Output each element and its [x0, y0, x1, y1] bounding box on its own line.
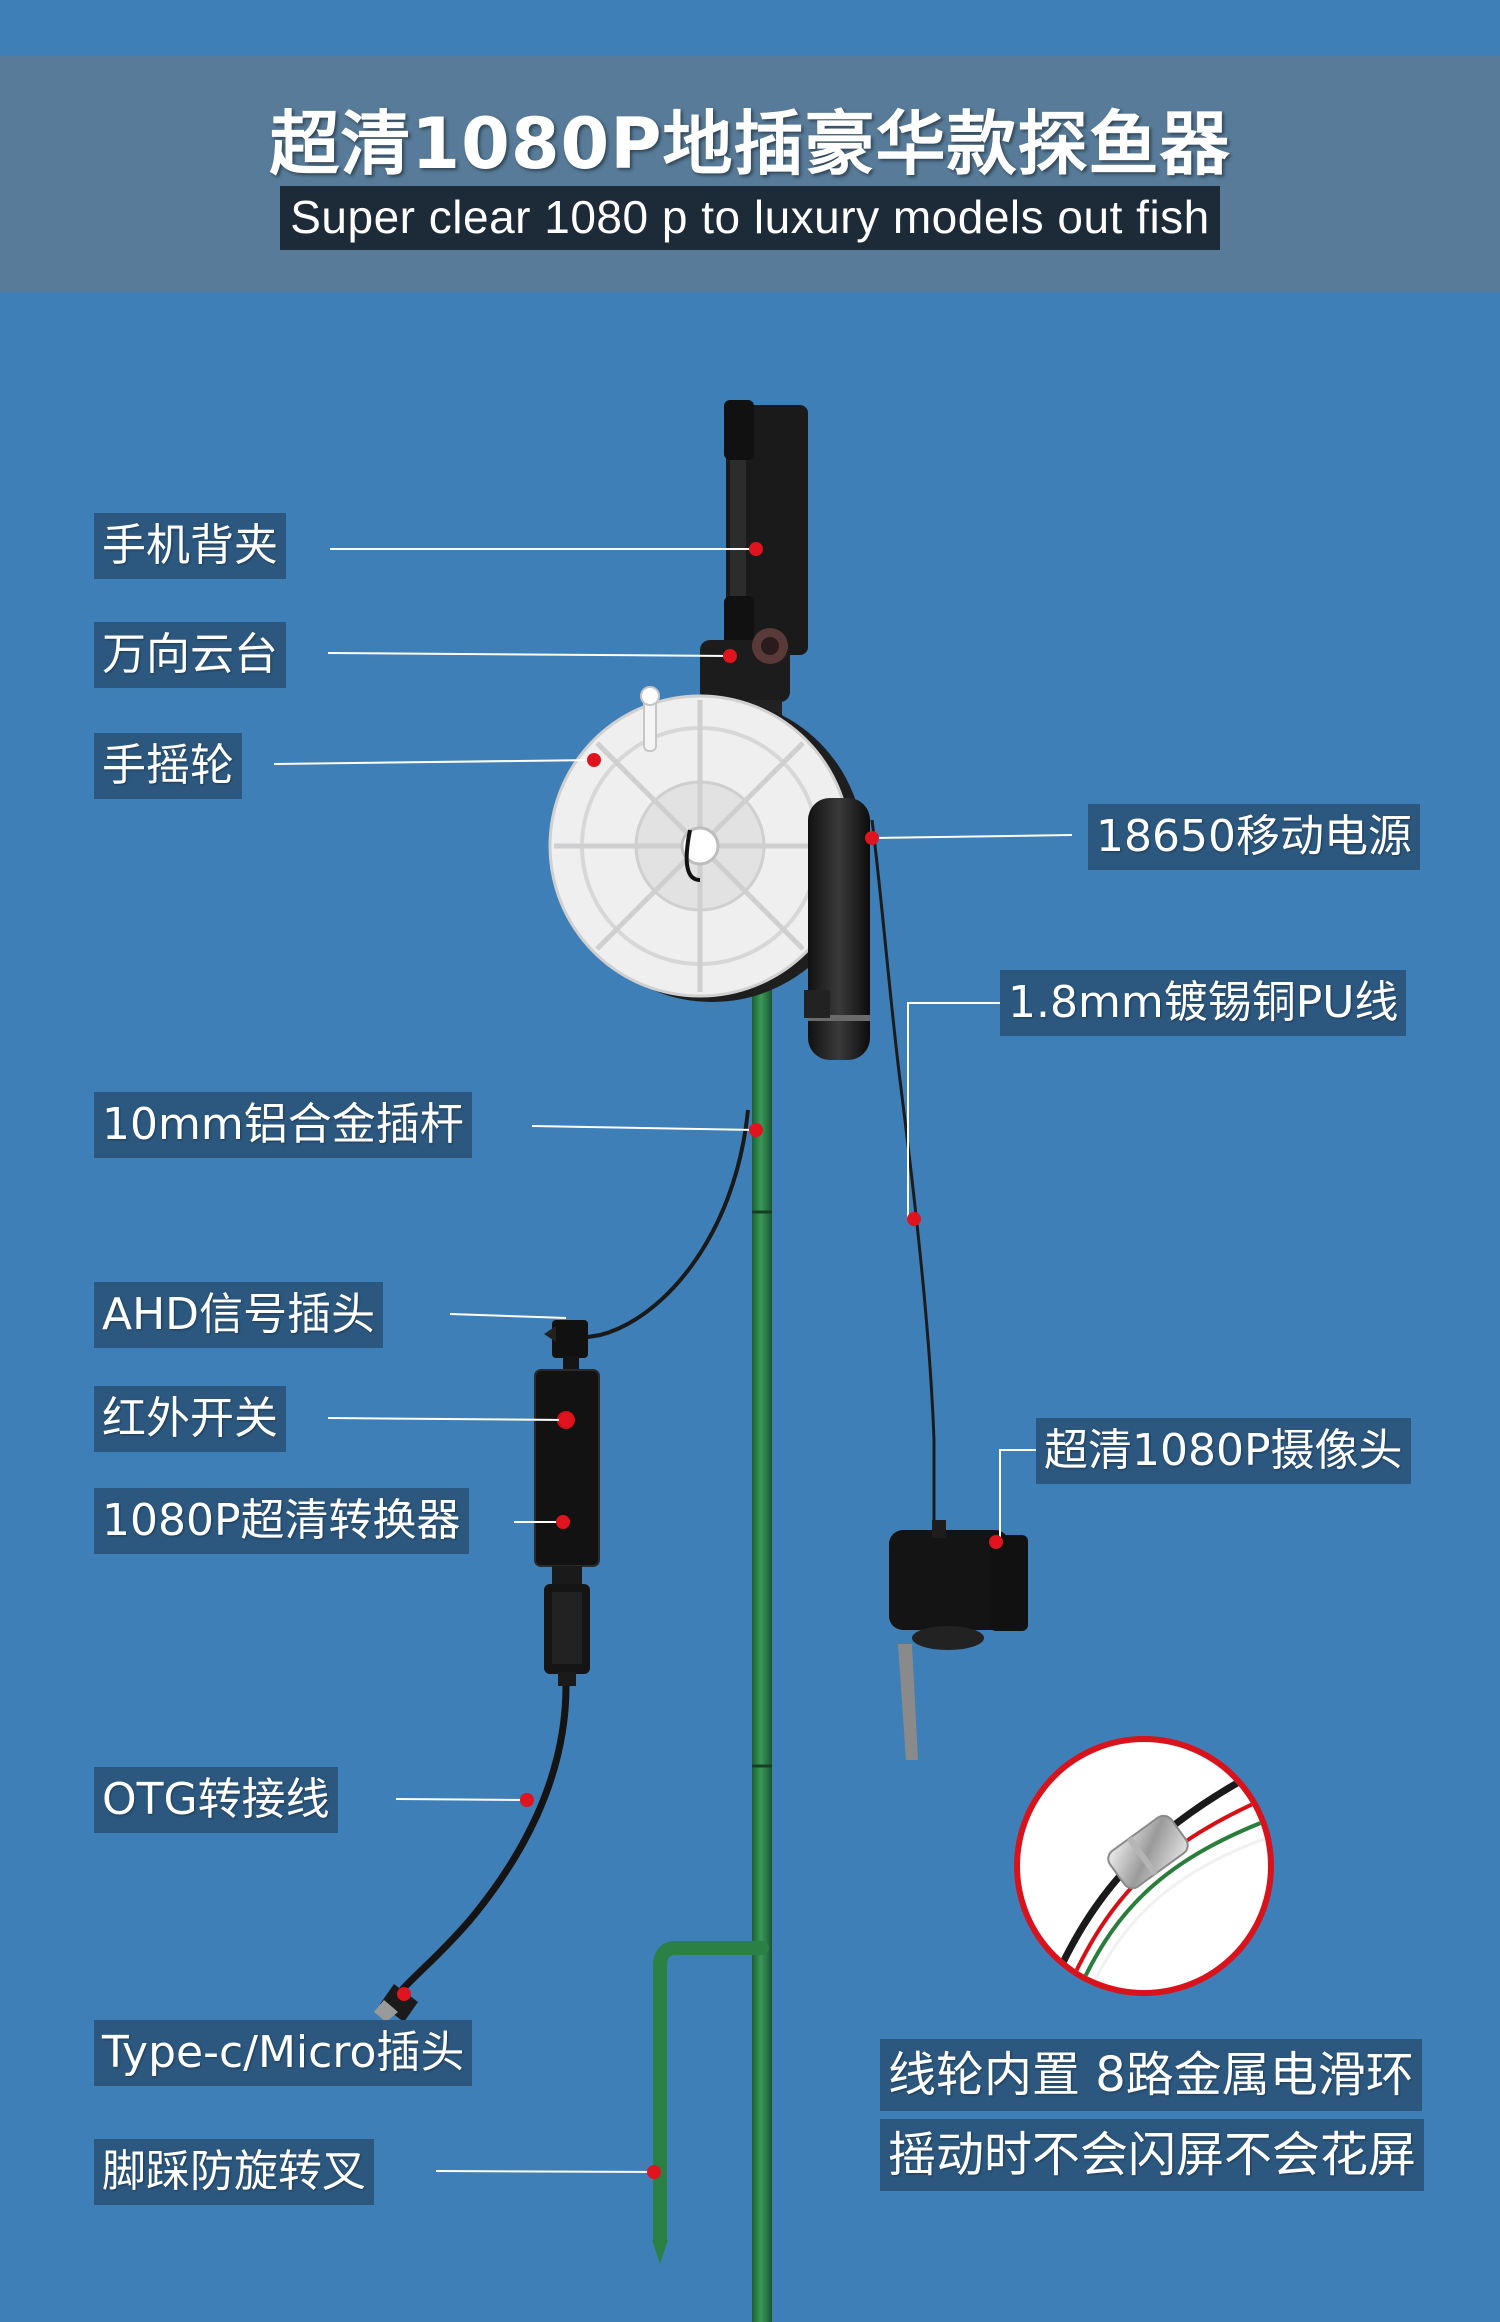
foot-fork-shape — [653, 1941, 769, 2247]
callout-foot-fork: 脚踩防旋转叉 — [94, 2139, 374, 2205]
callout-ahd-plug: AHD信号插头 — [94, 1282, 384, 1348]
page-title: 超清1080P地插豪华款探鱼器 — [269, 103, 1231, 185]
phone-clip-shape — [724, 400, 808, 655]
ahd-cable-line — [581, 1109, 750, 1340]
pu-cable-line — [870, 819, 936, 1530]
camera-shape — [889, 1520, 1028, 1760]
callout-ir-switch: 红外开关 — [94, 1386, 286, 1452]
callout-universal-mount: 万向云台 — [94, 622, 286, 688]
callout-plug: Type-c/Micro插头 — [94, 2020, 473, 2086]
page-subtitle: Super clear 1080 p to luxury models out … — [280, 186, 1220, 250]
aluminum-pole — [752, 990, 772, 2322]
converter-shape — [534, 1369, 600, 1567]
type-c-plug-shape — [374, 1984, 418, 2022]
callout-phone-clip: 手机背夹 — [94, 513, 286, 579]
reel-shape — [548, 686, 864, 1002]
subtitle-wrap: Super clear 1080 p to luxury models out … — [0, 186, 1500, 250]
usb-adapter-shape — [544, 1566, 590, 1686]
otg-cable-line — [399, 1685, 570, 1993]
slip-ring-inset — [1014, 1736, 1274, 1996]
callout-pu-cable: 1.8mm镀锡铜PU线 — [1000, 970, 1407, 1036]
callout-pole: 10mm铝合金插杆 — [94, 1092, 472, 1158]
slip-ring-note-line1: 线轮内置 8路金属电滑环 — [880, 2039, 1422, 2111]
marker-dots — [397, 542, 1003, 2179]
slip-ring-note-line2: 摇动时不会闪屏不会花屏 — [880, 2119, 1425, 2191]
callout-hand-reel: 手摇轮 — [94, 733, 242, 799]
leader-lines — [273, 548, 1073, 2173]
title-banner — [0, 56, 1500, 292]
callout-camera: 超清1080P摄像头 — [1036, 1418, 1411, 1484]
ahd-plug-shape — [544, 1320, 588, 1376]
callout-converter: 1080P超清转换器 — [94, 1488, 469, 1554]
callout-otg-cable: OTG转接线 — [94, 1767, 338, 1833]
callout-power-bank: 18650移动电源 — [1088, 804, 1420, 870]
power-bank-shape — [804, 798, 870, 1060]
